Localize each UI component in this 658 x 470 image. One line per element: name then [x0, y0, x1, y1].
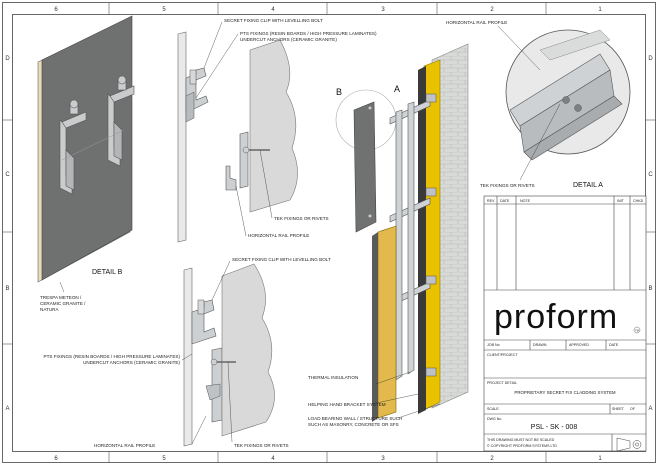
grid-col-bottom-2: 2 [490, 456, 494, 462]
grid-col-top-3: 3 [381, 7, 385, 13]
grid-row-left-d: D [5, 56, 10, 62]
grid-col-bottom-3: 3 [381, 456, 385, 462]
grid-row-right-a: A [648, 406, 652, 412]
tb-project-title: PROPRIETARY SECRET FIX CLADDING SYSTEM [514, 390, 616, 395]
grid-col-bottom-1: 1 [598, 456, 602, 462]
tb-copyright: © COPYRIGHT PROFORM SYSTEMS LTD [487, 444, 557, 448]
pts-top-label-2: UNDERCUT ANCHORS (CERAMIC GRANITE) [240, 37, 337, 42]
grid-col-top-5: 5 [162, 7, 166, 13]
load-bearing-label-1: LOAD BEARING WALL / STRUCTURE SUCH [308, 416, 402, 421]
brand-logo: proform [494, 298, 618, 336]
tek-bottom-label: TEK FIXINGS OR RIVETS [234, 443, 289, 448]
grid-col-top-6: 6 [54, 7, 58, 13]
grid-row-right-b: B [648, 286, 652, 292]
tb-approved: APPROVED [569, 343, 589, 347]
grid-col-top-2: 2 [490, 7, 494, 13]
side-section-bottom [183, 263, 275, 447]
projection-symbol [616, 437, 642, 452]
tb-date: DATE [609, 343, 619, 347]
cladding-assembly [372, 43, 469, 422]
view-b-callout [335, 89, 397, 233]
rail-bottom-label: HORIZONTAL RAIL PROFILE [94, 443, 155, 448]
secret-clip-bottom-label: SECRET FIXING CLIP WITH LEVELLING BOLT [232, 257, 331, 262]
detail-b-panel [37, 15, 135, 283]
load-bearing-label-2: SUCH AS MASONRY, CONCRETE OR SFS [308, 422, 399, 427]
grid-row-left-c: C [5, 172, 10, 178]
tb-init-header: INIT [617, 199, 625, 203]
grid-col-bottom-4: 4 [271, 456, 275, 462]
thermal-label: THERMAL INSULATION [308, 375, 358, 380]
tb-chkd-header: CHKD [633, 199, 644, 203]
tb-note-header: NOTE [520, 199, 531, 203]
pts-bottom-label-2: UNDERCUT ANCHORS (CERAMIC GRANITE) [83, 360, 180, 365]
tek-detail-a-label: TEK FIXINGS OR RIVETS [480, 183, 535, 188]
grid-row-right-c: C [648, 172, 653, 178]
tb-client: CLIENT/PROJECT [487, 353, 518, 357]
pts-bottom-label-1: PTS FIXINGS (RESIN BOARDS / HIGH PRESSUR… [44, 354, 181, 359]
tb-sheet: SHEET [612, 407, 625, 411]
tb-disclaimer: THIS DRAWING MUST NOT BE SCALED [487, 438, 555, 442]
tb-dwg-value: PSL - SK - 008 [531, 424, 578, 431]
tb-dwg-no: DWG No [487, 417, 501, 421]
tb-date-header: DATE [500, 199, 510, 203]
trespa-label-2: CERAMIC GRANITE / [40, 301, 86, 306]
outer-border [2, 2, 656, 463]
grid-col-top-4: 4 [271, 7, 275, 13]
detail-a-title: DETAIL A [573, 182, 603, 189]
grid-col-bottom-6: 6 [54, 456, 58, 462]
trespa-label-3: NATURA [40, 307, 59, 312]
tek-top-label: TEK FIXINGS OR RIVETS [274, 216, 329, 221]
view-b-letter: B [336, 87, 342, 97]
brand-mark: TM [635, 328, 639, 332]
tb-job-no: JOB No [487, 343, 500, 347]
rail-detail-a-label: HORIZONTAL RAIL PROFILE [446, 20, 507, 25]
helping-hand-label: HELPING HAND BRACKET SYSTEM [308, 402, 386, 407]
detail-b-title: DETAIL B [92, 269, 123, 276]
tb-project-detail: PROJECT DETAIL [487, 381, 517, 385]
pts-top-label-1: PTS FIXINGS (RESIN BOARDS / HIGH PRESSUR… [240, 31, 377, 36]
grid-col-top-1: 1 [598, 7, 602, 13]
side-section-top [177, 31, 298, 243]
grid-col-bottom-5: 5 [162, 456, 166, 462]
trespa-label-1: TRESPA METEON / [40, 295, 82, 300]
tb-of: OF [630, 407, 636, 411]
secret-clip-top-label: SECRET FIXING CLIP WITH LEVELLING BOLT [224, 18, 323, 23]
rail-top-label: HORIZONTAL RAIL PROFILE [248, 233, 309, 238]
detail-a-view [505, 29, 631, 161]
tb-scale: SCALE [487, 407, 499, 411]
view-a-letter: A [394, 84, 400, 94]
grid-row-left-b: B [5, 286, 9, 292]
tb-drawn: DRAWN [533, 343, 547, 347]
title-block [483, 195, 647, 452]
tb-rev-header: REV [487, 199, 495, 203]
grid-row-left-a: A [5, 406, 9, 412]
grid-row-right-d: D [648, 56, 653, 62]
